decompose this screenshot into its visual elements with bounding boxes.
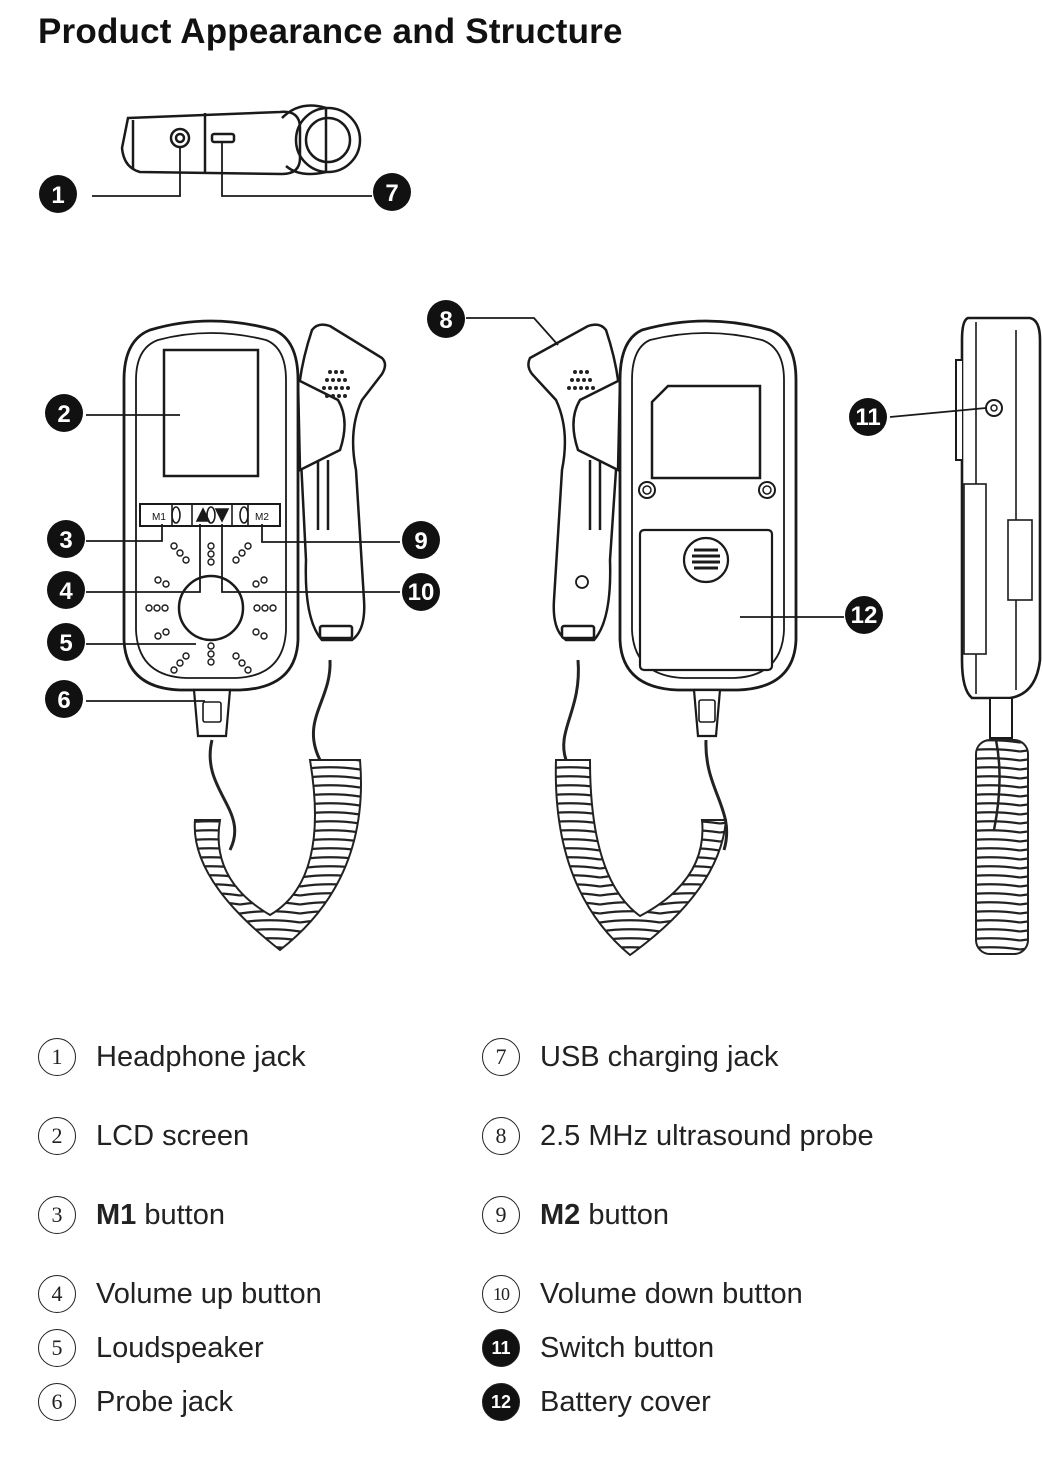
legend-item-ultrasound-probe: 8 2.5 MHz ultrasound probe xyxy=(482,1116,874,1156)
m2-key-label: M2 xyxy=(255,512,269,523)
legend-item-m1-button: 3 M1 button xyxy=(38,1195,225,1235)
callout-3: 3 xyxy=(59,527,72,554)
device-front-view xyxy=(122,319,300,738)
m1-button-callout: 3 xyxy=(47,520,163,558)
switch-button-callout: 11 xyxy=(849,398,987,436)
callout-10: 10 xyxy=(408,579,435,606)
headphone-jack-callout: 1 xyxy=(39,148,181,213)
legend-text-bold: M2 xyxy=(540,1198,581,1231)
legend-text: M1 button xyxy=(96,1199,225,1232)
legend-text: M2 button xyxy=(540,1199,669,1232)
probe-grille-front xyxy=(322,370,350,398)
legend-number: 3 xyxy=(38,1196,76,1234)
legend-number: 1 xyxy=(38,1038,76,1076)
callout-4: 4 xyxy=(59,578,73,605)
legend-text: USB charging jack xyxy=(540,1040,779,1073)
legend-text: Probe jack xyxy=(96,1385,234,1418)
volume-up-button-callout: 4 xyxy=(47,524,201,609)
legend-text: Headphone jack xyxy=(96,1040,306,1073)
legend-text: Volume up button xyxy=(96,1277,322,1310)
legend-text: Volume down button xyxy=(540,1277,803,1310)
battery-cover-callout: 12 xyxy=(740,596,883,634)
legend-text: Battery cover xyxy=(540,1385,711,1418)
probe-grille-back xyxy=(567,370,595,390)
legend-text: Loudspeaker xyxy=(96,1331,264,1364)
callout-11: 11 xyxy=(855,404,880,431)
legend-number: 2 xyxy=(38,1117,76,1155)
legend-number: 6 xyxy=(38,1383,76,1421)
coiled-cable-back xyxy=(554,659,729,957)
callout-5: 5 xyxy=(59,630,72,657)
device-back-view xyxy=(618,319,798,738)
legend-number: 4 xyxy=(38,1275,76,1313)
legend-text-rest: button xyxy=(580,1198,669,1231)
probe-jack-callout: 6 xyxy=(45,680,205,718)
callout-6: 6 xyxy=(57,687,70,714)
m1-key-label: M1 xyxy=(152,512,166,523)
front-button-row xyxy=(171,504,249,526)
coiled-cable-front xyxy=(193,659,362,952)
coiled-cable-side xyxy=(975,700,1029,955)
ultrasound-probe-callout: 8 xyxy=(427,300,559,346)
legend-text: Switch button xyxy=(540,1331,715,1364)
legend-item-lcd-screen: 2 LCD screen xyxy=(38,1116,249,1156)
legend-item-probe-jack: 6 Probe jack xyxy=(38,1382,233,1422)
volume-down-button-callout: 10 xyxy=(221,524,440,611)
device-top-view xyxy=(120,104,362,176)
legend-number: 12 xyxy=(482,1383,520,1421)
legend-item-m2-button: 9 M2 button xyxy=(482,1195,669,1235)
loudspeaker-callout: 5 xyxy=(47,623,196,661)
page-title: Product Appearance and Structure xyxy=(38,12,623,51)
device-structure-diagram: 1 7 xyxy=(39,104,1042,957)
legend-item-headphone-jack: 1 Headphone jack xyxy=(38,1037,306,1077)
legend-number: 11 xyxy=(482,1329,520,1367)
device-side-view xyxy=(955,316,1042,739)
legend-text: LCD screen xyxy=(96,1119,250,1152)
legend-number: 8 xyxy=(482,1117,520,1155)
ultrasound-probe-back xyxy=(527,323,622,642)
callout-12: 12 xyxy=(851,602,878,629)
legend-number: 10 xyxy=(482,1275,520,1313)
callout-9: 9 xyxy=(414,528,427,555)
callout-1: 1 xyxy=(51,182,64,209)
ultrasound-probe-front xyxy=(296,323,387,642)
battery-cover-latch-slots xyxy=(692,548,720,570)
usb-charging-jack-callout: 7 xyxy=(221,142,411,211)
callout-7: 7 xyxy=(385,180,398,207)
lcd-screen-callout: 2 xyxy=(45,394,180,432)
callout-8: 8 xyxy=(439,307,452,334)
legend-item-volume-down-button: 10 Volume down button xyxy=(482,1274,803,1314)
loudspeaker-grille xyxy=(145,542,277,674)
legend-item-battery-cover: 12 Battery cover xyxy=(482,1382,711,1422)
legend-item-usb-charging-jack: 7 USB charging jack xyxy=(482,1037,779,1077)
callout-2: 2 xyxy=(57,401,70,428)
legend-item-loudspeaker: 5 Loudspeaker xyxy=(38,1328,264,1368)
legend-item-switch-button: 11 Switch button xyxy=(482,1328,714,1368)
m2-button-callout: 9 xyxy=(261,521,440,559)
legend-number: 5 xyxy=(38,1329,76,1367)
legend-item-volume-up-button: 4 Volume up button xyxy=(38,1274,322,1314)
legend-number: 9 xyxy=(482,1196,520,1234)
legend-text-bold: M1 xyxy=(96,1198,137,1231)
legend-text: 2.5 MHz ultrasound probe xyxy=(540,1119,874,1152)
legend-number: 7 xyxy=(482,1038,520,1076)
legend-text-rest: button xyxy=(136,1198,225,1231)
